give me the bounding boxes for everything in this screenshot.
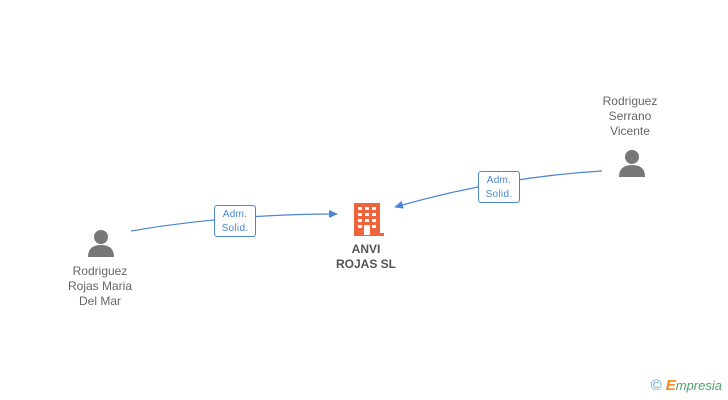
edge-label-right-line2: Solid. — [485, 189, 513, 200]
person-icon[interactable] — [88, 230, 114, 257]
person-left-name-line1: Rodriguez — [72, 264, 128, 278]
edge-label-left-line2: Solid. — [221, 223, 249, 234]
person-icon[interactable] — [619, 150, 645, 177]
brand-initial: E — [665, 376, 676, 394]
person-right-name-line2: Serrano — [608, 109, 652, 123]
person-right-name[interactable]: Rodriguez Serrano Vicente — [570, 94, 690, 139]
person-left-name[interactable]: Rodriguez Rojas Maria Del Mar — [40, 264, 160, 309]
edge-label-left-line1: Adm. — [222, 209, 248, 220]
brand-logo: Empresia — [666, 377, 722, 394]
person-left-name-line3: Del Mar — [78, 294, 121, 308]
edge-label-right: Adm. Solid. — [478, 171, 520, 203]
company-name-line2: ROJAS SL — [335, 257, 396, 271]
copyright-symbol: © — [650, 376, 662, 394]
brand-watermark: © Empresia — [651, 376, 722, 394]
building-icon[interactable] — [354, 203, 384, 236]
company-name-line1: ANVI — [351, 242, 381, 256]
person-left-name-line2: Rojas Maria — [67, 279, 133, 293]
person-right-name-line1: Rodriguez — [602, 94, 658, 108]
person-right-name-line3: Vicente — [610, 124, 650, 138]
edge-label-right-line1: Adm. — [486, 175, 512, 186]
brand-rest: mpresia — [675, 377, 722, 393]
edge-label-left: Adm. Solid. — [214, 205, 256, 237]
company-name[interactable]: ANVI ROJAS SL — [306, 242, 426, 272]
